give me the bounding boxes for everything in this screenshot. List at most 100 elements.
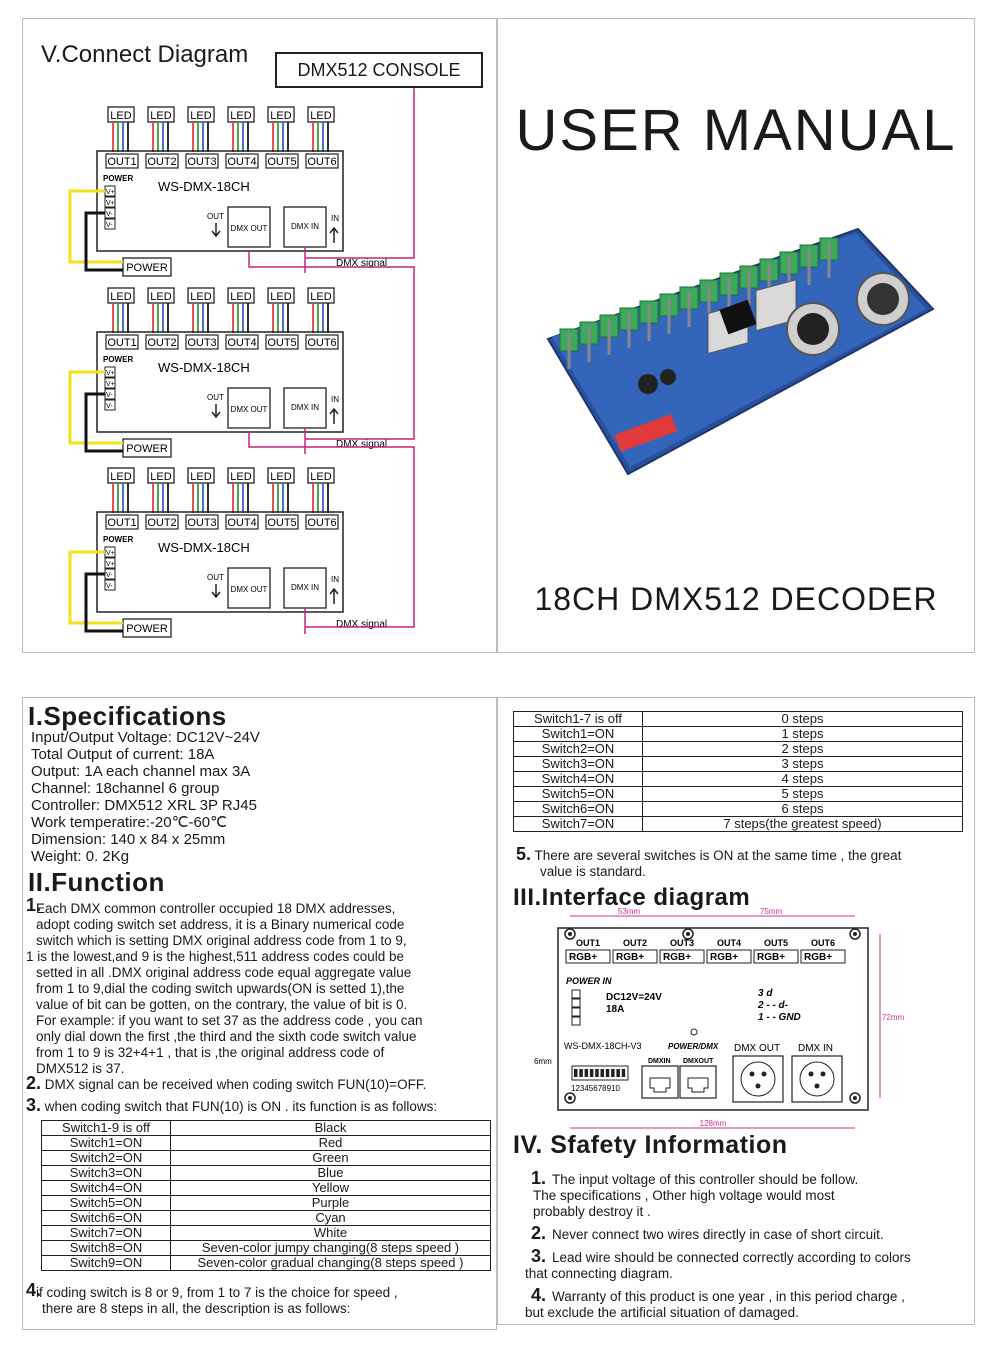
dim-128: 128mm — [700, 1119, 727, 1128]
out-box — [265, 334, 299, 350]
dmx-out-label: DMX OUT — [231, 585, 268, 594]
mount-hole — [568, 1096, 572, 1100]
value-cell: 1 steps — [642, 726, 963, 742]
rgb-terminal — [800, 949, 846, 964]
out-arrow-label: OUT — [207, 212, 224, 221]
rj45-out-port — [687, 1077, 709, 1093]
led-label: LED — [230, 291, 251, 303]
decoder-body — [96, 511, 344, 613]
value-cell: Seven-color gradual changing(8 steps spe… — [170, 1255, 491, 1271]
led-label: LED — [110, 110, 131, 122]
dip-key — [589, 1069, 594, 1077]
dip-key — [579, 1069, 583, 1077]
value-cell: Red — [170, 1135, 491, 1151]
power-box-label: POWER — [126, 623, 168, 635]
spec-line: Output: 1A each channel max 3A — [31, 763, 251, 780]
led-label: LED — [110, 471, 131, 483]
function-item-1-line: 1 is the lowest,and 9 is the highest,511… — [26, 949, 404, 964]
out-label: OUT3 — [187, 156, 216, 168]
signal-wire — [248, 432, 415, 628]
led-box — [267, 287, 295, 304]
decoder-subtitle: 18CH DMX512 DECODER — [534, 581, 938, 617]
power-wire — [68, 370, 123, 445]
out-label: OUT3 — [670, 938, 694, 948]
function-item-1-line: Each DMX common controller occupied 18 D… — [36, 901, 396, 916]
led-box — [267, 467, 295, 484]
switch-cell: Switch5=ON — [513, 786, 643, 802]
signal-label: DMX signal — [336, 258, 387, 269]
switch-cell: Switch1=ON — [41, 1135, 171, 1151]
function-item-3: 3. when coding switch that FUN(10) is ON… — [26, 1096, 438, 1115]
out-box — [105, 514, 139, 530]
out-box — [225, 153, 259, 169]
item-number: 1. — [531, 1168, 547, 1188]
xlr-pin — [814, 1083, 820, 1089]
user-manual-title: USER MANUAL — [515, 98, 957, 163]
safety-line: The specifications , Other high voltage … — [533, 1188, 835, 1203]
led-label: LED — [310, 110, 331, 122]
function-item-1-line: For example: if you want to set 37 as th… — [36, 1013, 423, 1028]
led-box — [227, 287, 255, 304]
value-cell: 7 steps(the greatest speed) — [642, 816, 963, 832]
out-label: OUT4 — [227, 517, 256, 529]
in-arrow — [329, 226, 339, 243]
dmx-console-box: DMX512 CONSOLE — [275, 52, 483, 88]
switch-cell: Switch2=ON — [513, 741, 643, 757]
led-box — [227, 106, 255, 123]
out-label: OUT6 — [307, 337, 336, 349]
power-wire — [68, 189, 123, 264]
dmx-out-box — [227, 206, 271, 248]
out-label: OUT4 — [227, 337, 256, 349]
function-item-3-text: when coding switch that FUN(10) is ON . … — [44, 1099, 438, 1114]
led-box — [307, 467, 335, 484]
dip-key — [621, 1069, 626, 1077]
xlr-pin — [808, 1071, 814, 1077]
safety-line: Warranty of this product is one year , i… — [552, 1289, 905, 1304]
led-box — [307, 106, 335, 123]
dim-6: 6mm — [534, 1057, 552, 1066]
item-5-line-1: There are several switches is ON at the … — [534, 848, 902, 863]
safety-line: Lead wire should be connected correctly … — [552, 1250, 911, 1265]
power-pin-label: V- — [106, 583, 113, 590]
out-arrow-label: OUT — [207, 393, 224, 402]
out-label: OUT1 — [107, 517, 136, 529]
function-item-1-line: setted in all .DMX original address code… — [36, 965, 412, 980]
led-label: LED — [230, 471, 251, 483]
led-box — [147, 106, 175, 123]
in-arrow-label: IN — [331, 214, 339, 223]
dip-key — [584, 1069, 589, 1077]
out-box — [185, 153, 219, 169]
led-label: LED — [150, 291, 171, 303]
switch-cell: Switch3=ON — [41, 1165, 171, 1181]
value-cell: 2 steps — [642, 741, 963, 757]
out-label: OUT2 — [623, 938, 647, 948]
dip-key — [595, 1069, 599, 1077]
device-label: WS-DMX-18CH — [158, 360, 250, 375]
out-box — [225, 514, 259, 530]
xlr-pin — [755, 1083, 761, 1089]
rgb-terminal — [565, 949, 611, 964]
rgb-terminal — [706, 949, 752, 964]
value-cell: Blue — [170, 1165, 491, 1181]
mount-hole — [853, 932, 857, 936]
dim-75: 75mm — [760, 907, 783, 916]
led-label: LED — [270, 110, 291, 122]
led-box — [227, 467, 255, 484]
rgb-terminal — [659, 949, 705, 964]
function-item-4-line: there are 8 steps in all, the descriptio… — [42, 1301, 351, 1316]
led-indicator — [690, 1028, 698, 1036]
function-item-1-line: only dial down the first ,the third and … — [36, 1029, 417, 1044]
connect-diagram-panel: V.Connect Diagram — [22, 18, 497, 653]
dmxin-label: DMXIN — [648, 1058, 671, 1065]
in-arrow-label: IN — [331, 575, 339, 584]
rgb-label: RGB+ — [710, 952, 738, 963]
switch-cell: Switch9=ON — [41, 1255, 171, 1271]
device-label: WS-DMX-18CH — [158, 179, 250, 194]
